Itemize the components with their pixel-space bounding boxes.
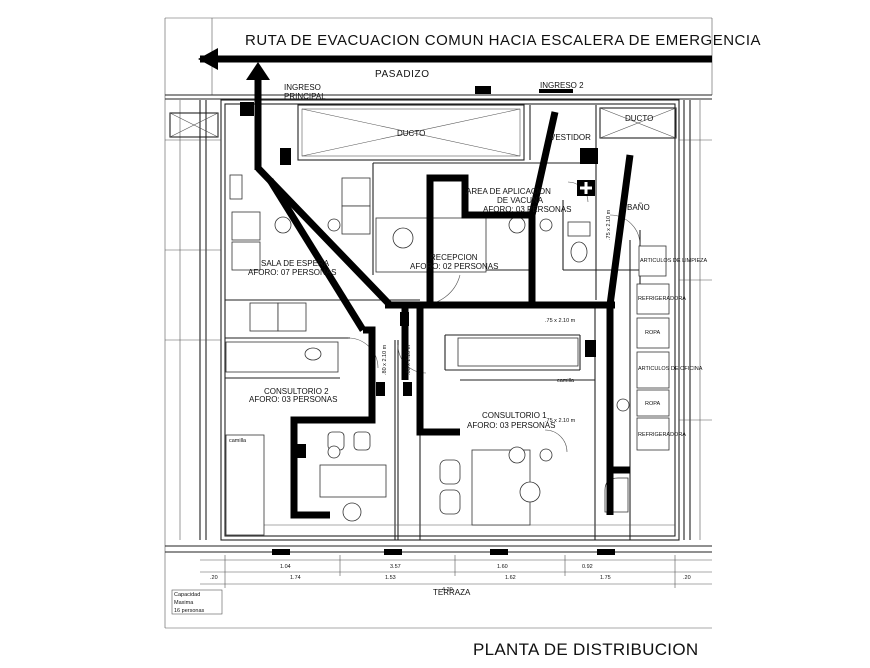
vacuna-label-1: AREA DE APLICACION bbox=[466, 187, 551, 196]
dimension-chain bbox=[200, 549, 712, 588]
shelf-label: REFRIGERADORA bbox=[638, 432, 686, 438]
door-dimension: .80 x 2.10 m bbox=[382, 344, 388, 375]
sofa-seat bbox=[231, 211, 261, 241]
plan-title: PLANTA DE DISTRIBUCION bbox=[473, 640, 698, 659]
sofa-seat bbox=[277, 302, 307, 332]
dim-row1: 1.60 bbox=[497, 564, 508, 570]
dim-row2: 1.62 bbox=[505, 575, 516, 581]
shelf-label: ARTICULOS DE OFICINA bbox=[638, 366, 703, 372]
dim-row1: 0.92 bbox=[582, 564, 593, 570]
consultorio-1-aforo: AFORO: 03 PERSONAS bbox=[467, 421, 555, 430]
exit-sign-icon bbox=[296, 444, 306, 458]
sprinkler-icon bbox=[539, 218, 553, 232]
ducto-1-label: DUCTO bbox=[397, 129, 425, 138]
capacity-line-1: Capacidad bbox=[174, 592, 200, 598]
sofa-seat bbox=[249, 302, 279, 332]
shelf-label: REFRIGERADORA bbox=[638, 296, 686, 302]
sprinkler-icon bbox=[539, 448, 553, 462]
dim-total: 4.20 bbox=[442, 587, 453, 593]
terrace-label: TERRAZA bbox=[433, 588, 471, 597]
camilla-1-label: camilla bbox=[557, 378, 575, 384]
door-dimension: .75 x 2.10 m bbox=[606, 209, 612, 240]
secondary-entrance-label: INGRESO 2 bbox=[540, 81, 584, 90]
dim-row1: 1.04 bbox=[280, 564, 291, 570]
furniture bbox=[225, 174, 670, 536]
evac-arrow-left-icon bbox=[198, 48, 218, 70]
evacuation-routes bbox=[198, 48, 712, 519]
capacity-line-3: 16 personas bbox=[174, 608, 205, 614]
sofa-seat bbox=[341, 205, 371, 235]
sofa-seat bbox=[231, 241, 261, 271]
sofa-seat bbox=[341, 177, 371, 207]
capacity-line-2: Maxima bbox=[174, 600, 194, 606]
camilla-1 bbox=[457, 337, 579, 367]
sprinkler-icon bbox=[327, 445, 341, 459]
dim-row2: .20 bbox=[210, 575, 218, 581]
consultorio-2-label: CONSULTORIO 2 bbox=[264, 387, 329, 396]
sprinkler-icon bbox=[508, 446, 526, 464]
sprinkler-icon bbox=[274, 216, 292, 234]
vacuna-label-2: DE VACUNA bbox=[497, 196, 544, 205]
exit-sign-icon bbox=[376, 382, 385, 396]
capacity-box bbox=[171, 589, 223, 615]
camilla-2-label: camilla bbox=[229, 438, 247, 444]
recepcion-aforo: AFORO: 02 PERSONAS bbox=[410, 262, 498, 271]
camilla-2 bbox=[225, 434, 265, 536]
sala-espera-aforo: AFORO: 07 PERSONAS bbox=[248, 268, 336, 277]
vestidor-label: VESTIDOR bbox=[550, 133, 591, 142]
recepcion-label: RECEPCION bbox=[430, 253, 478, 262]
corridor-band bbox=[165, 94, 712, 100]
shelf-label: ARTICULOS DE LIMPIEZA bbox=[640, 258, 707, 264]
corridor-label: PASADIZO bbox=[375, 69, 430, 80]
sala-espera-label: SALA DE ESPERA bbox=[261, 259, 330, 268]
door-dimension: .80 x 2.10 m bbox=[406, 344, 412, 375]
shelf-label: ROPA bbox=[645, 330, 661, 336]
door-dimension: .75 x 2.10 m bbox=[545, 318, 576, 324]
evac-route-label: RUTA DE EVACUACION COMUN HACIA ESCALERA … bbox=[245, 32, 761, 49]
sprinkler-icon bbox=[508, 216, 526, 234]
exit-sign-icon bbox=[403, 382, 412, 396]
warning-sign-icon bbox=[580, 148, 598, 164]
dim-row2: 1.53 bbox=[385, 575, 396, 581]
sprinkler-icon bbox=[327, 218, 341, 232]
dim-row2: .20 bbox=[683, 575, 691, 581]
sprinkler-icons bbox=[274, 216, 630, 464]
exit-sign-icon bbox=[240, 102, 254, 116]
bano-label: BAÑO bbox=[627, 203, 650, 212]
dim-row1: 3.57 bbox=[390, 564, 401, 570]
consultorio-1-label: CONSULTORIO 1 bbox=[482, 411, 547, 420]
dim-row2: 1.75 bbox=[600, 575, 611, 581]
dim-row2: 1.74 bbox=[290, 575, 301, 581]
left-shaft bbox=[169, 112, 219, 138]
main-entrance-label-1: INGRESO bbox=[284, 83, 321, 92]
main-entrance-label-2: PRINCIPAL bbox=[284, 92, 326, 101]
column-marker-icon bbox=[475, 86, 491, 94]
exit-sign-icon bbox=[585, 340, 596, 357]
vacuna-aforo: AFORO: 03 PERSONAS bbox=[483, 205, 571, 214]
outer-walls bbox=[165, 99, 712, 553]
shelf-label: ROPA bbox=[645, 401, 661, 407]
consultorio-2-aforo: AFORO: 03 PERSONAS bbox=[249, 395, 337, 404]
evac-arrow-up-icon bbox=[246, 62, 270, 80]
door-dimension: .75 x 2.10 m bbox=[545, 418, 576, 424]
sprinkler-icon bbox=[616, 398, 630, 412]
exit-sign-icon bbox=[280, 148, 291, 165]
ducto-2-label: DUCTO bbox=[625, 114, 653, 123]
